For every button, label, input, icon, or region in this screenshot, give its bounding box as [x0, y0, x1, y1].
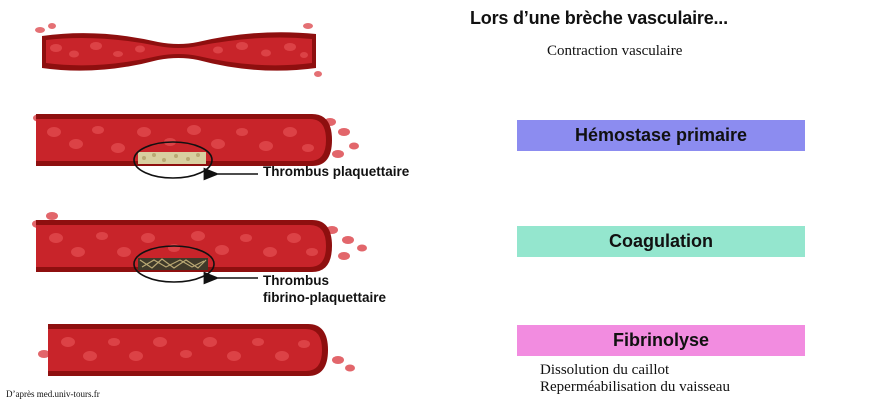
- thrombus-plaquettaire-circle: [134, 142, 212, 178]
- thrombus-fibrino-circle: [134, 246, 214, 282]
